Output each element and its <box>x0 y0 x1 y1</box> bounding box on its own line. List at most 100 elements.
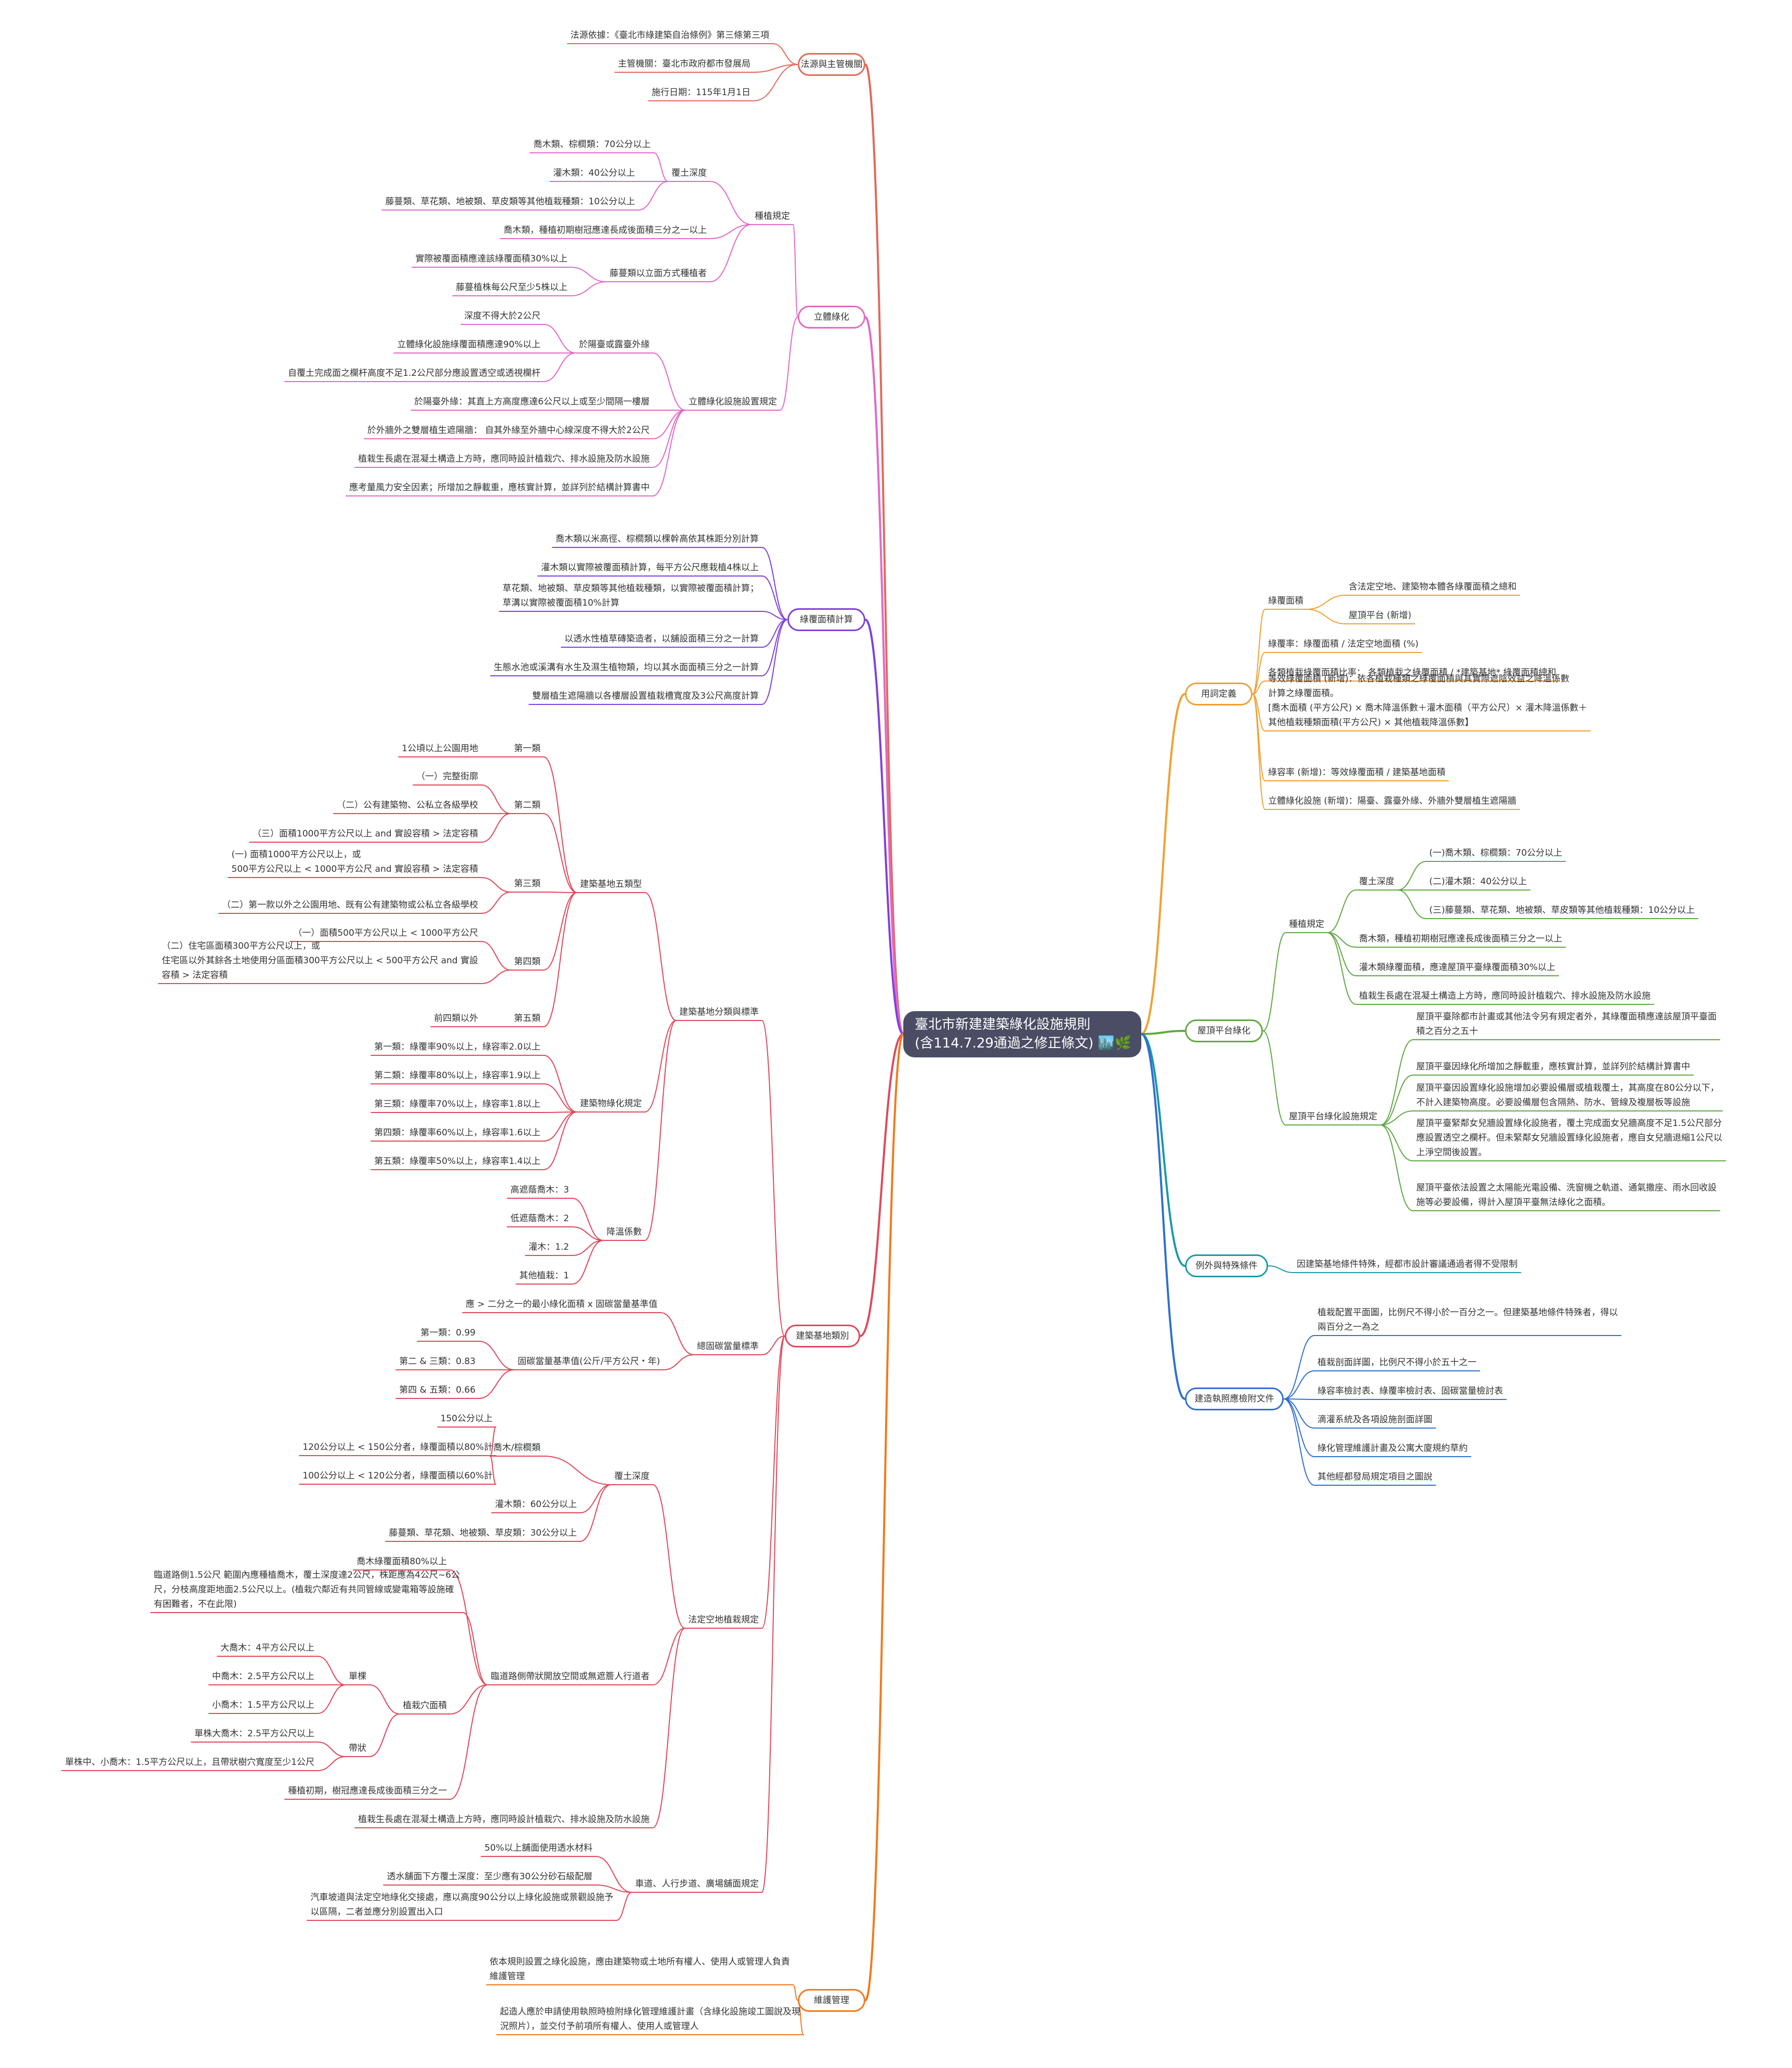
node-b4c1a[interactable]: 喬木/棕櫚類 <box>493 1443 541 1453</box>
node-b4d3[interactable]: 汽車坡道與法定空地綠化交接處，應以高度90公分以上綠化設施或景觀設施予 以區隔，… <box>310 1892 613 1917</box>
node-t5a[interactable]: 前四類以外 <box>434 1013 478 1024</box>
node-b1c[interactable]: 施行日期：115年1月1日 <box>651 87 750 98</box>
node-b3f[interactable]: 雙層植生遮陽牆以各樓層設置植栽槽寬度及3公尺高度計算 <box>532 691 759 701</box>
node-f[interactable]: 建造執照應檢附文件 <box>1185 1388 1284 1410</box>
node-s5[interactable]: 藤蔓類、草花類、地被類、草皮類：30公分以上 <box>389 1528 577 1538</box>
node-cb2[interactable]: 第二 & 三類：0.83 <box>399 1356 476 1367</box>
node-b4[interactable]: 建築基地類別 <box>785 1325 860 1347</box>
node-b3b[interactable]: 灌木類以實際被覆面積計算，每平方公尺應栽植4株以上 <box>541 562 759 573</box>
node-f4[interactable]: 滴灌系統及各項設施剖面詳圖 <box>1317 1415 1432 1425</box>
node-r3a3[interactable]: 小喬木：1.5平方公尺以上 <box>212 1700 314 1710</box>
root-node[interactable]: 臺北市新建建築綠化設施規則 (含114.7.29通過之修正條文) 🏙️🌿 <box>903 1011 1141 1057</box>
node-r3b[interactable]: 帶狀 <box>349 1743 366 1753</box>
node-b4a1[interactable]: 建築基地五類型 <box>580 879 642 889</box>
node-s2[interactable]: 120公分以上 < 150公分者，綠覆面積以80%計 <box>302 1442 493 1452</box>
node-b2a1b[interactable]: 灌木類：40公分以上 <box>553 168 635 178</box>
node-t5[interactable]: 第五類 <box>514 1013 541 1024</box>
node-b5a[interactable]: 依本規則設置之綠化設施，應由建築物或土地所有權人、使用人或管理人負責 維護管理 <box>490 1957 790 1982</box>
node-p2a[interactable]: 屋頂平臺除都市計畫或其他法令另有規定者外，其綠覆面積應達該屋頂平臺面 積之百分之… <box>1416 1012 1717 1037</box>
node-b2b5[interactable]: 應考量風力安全因素；所增加之靜載重，應核實計算，並詳列於結構計算書中 <box>349 482 650 493</box>
node-b1[interactable]: 法源與主管機關 <box>798 53 865 76</box>
node-p1c[interactable]: 灌木類綠覆面積，應達屋頂平臺綠覆面積30%以上 <box>1359 962 1556 973</box>
node-s1[interactable]: 150公分以上 <box>440 1413 493 1424</box>
node-t2b[interactable]: （二）公有建築物、公私立各級學校 <box>337 800 478 810</box>
node-f2[interactable]: 植栽剖面詳圖，比例尺不得小於五十之一 <box>1317 1357 1477 1368</box>
node-b2a2[interactable]: 喬木類，種植初期樹冠應達長成後面積三分之一以上 <box>504 225 707 235</box>
node-b2a1c[interactable]: 藤蔓類、草花類、地被類、草皮類等其他植栽種類：10公分以上 <box>385 197 635 207</box>
node-f6[interactable]: 其他經都發局規定項目之圖說 <box>1317 1472 1432 1482</box>
node-b2a3[interactable]: 藤蔓類以立面方式種植者 <box>610 268 707 279</box>
node-b4c3[interactable]: 植栽生長處在混凝土構造上方時，應同時設計植栽穴、排水設施及防水設施 <box>358 1814 650 1825</box>
node-p1d[interactable]: 植栽生長處在混凝土構造上方時，應同時設計植栽穴、排水設施及防水設施 <box>1359 991 1651 1001</box>
node-b2b1[interactable]: 於陽臺或露臺外緣 <box>579 339 650 350</box>
node-s3[interactable]: 100公分以上 < 120公分者，綠覆面積以60%計 <box>302 1471 493 1481</box>
node-p1a2[interactable]: (二)灌木類：40公分以上 <box>1429 876 1527 887</box>
node-r3b1[interactable]: 單株大喬木：2.5平方公尺以上 <box>194 1729 314 1739</box>
node-p1a3[interactable]: (三)藤蔓類、草花類、地被類、草皮類等其他植栽種類：10公分以上 <box>1429 905 1695 915</box>
node-p1[interactable]: 種植規定 <box>1289 919 1324 930</box>
node-s4[interactable]: 灌木類：60公分以上 <box>495 1499 577 1510</box>
node-r3b2[interactable]: 單株中、小喬木：1.5平方公尺以上，且帶狀樹穴寬度至少1公尺 <box>65 1757 314 1768</box>
node-d3[interactable]: 各類植栽綠覆面積比率： 各類植栽之綠覆面積 / *建築基地* 綠覆面積總和 <box>1268 667 1557 678</box>
node-b4c[interactable]: 法定空地植栽規定 <box>688 1615 759 1625</box>
node-b4d2[interactable]: 透水舖面下方覆土深度：至少應有30公分砂石級配層 <box>387 1871 592 1882</box>
node-b1a[interactable]: 法源依據：《臺北市綠建築自治條例》第三條第三項 <box>570 30 770 41</box>
node-d4[interactable]: 等效綠覆面積 (新增)：依各植栽種類之綠覆面積與其實際遮陰效益之降溫係數 計算之… <box>1268 674 1587 728</box>
node-b4d[interactable]: 車道、人行步道、廣場舖面規定 <box>635 1879 759 1889</box>
node-t2a[interactable]: （一）完整街廓 <box>416 771 478 782</box>
node-b4b[interactable]: 總固碳當量標準 <box>697 1341 759 1352</box>
node-cb1[interactable]: 第一類：0.99 <box>420 1328 476 1338</box>
node-b3e[interactable]: 生態水池或溪溝有水生及濕生植物類，均以其水面面積三分之一計算 <box>494 662 759 673</box>
node-t4b[interactable]: （二）住宅區面積300平方公尺以上，或 住宅區以外其餘各土地使用分區面積300平… <box>162 941 478 980</box>
node-e1[interactable]: 因建築基地條件特殊，經都市設計審議通過者得不受限制 <box>1297 1259 1518 1269</box>
node-t3b[interactable]: （二）第一款以外之公園用地、既有公有建築物或公私立各級學校 <box>222 900 478 910</box>
node-b2a1[interactable]: 覆土深度 <box>671 168 707 178</box>
node-b3c[interactable]: 草花類、地被類、草皮類等其他植栽種類，以實際被覆面積計算； 草溝以實際被覆面積1… <box>503 583 759 608</box>
node-f1[interactable]: 植栽配置平面圖，比例尺不得小於一百分之一。但建築基地條件特殊者，得以 兩百分之一… <box>1317 1307 1618 1332</box>
node-r3a[interactable]: 單棵 <box>349 1671 366 1682</box>
node-b4b2[interactable]: 固碳當量基準值(公斤/平方公尺・年) <box>518 1356 660 1367</box>
node-t2[interactable]: 第二類 <box>514 800 541 810</box>
node-b3d[interactable]: 以透水性植草磚築造者，以舖設面積三分之一計算 <box>564 634 759 644</box>
node-t3[interactable]: 第三類 <box>514 879 541 889</box>
node-r3[interactable]: 植栽穴面積 <box>403 1700 447 1711</box>
node-f5[interactable]: 綠化管理維護計畫及公寓大廈規約草約 <box>1317 1443 1468 1454</box>
node-g1[interactable]: 第一類：綠覆率90%以上，綠容率2.0以上 <box>374 1042 541 1052</box>
node-d1a[interactable]: 含法定空地、建築物本體各綠覆面積之總和 <box>1349 582 1517 592</box>
node-b5[interactable]: 維護管理 <box>798 1989 865 2012</box>
node-b4c1[interactable]: 覆土深度 <box>614 1471 650 1482</box>
node-k2[interactable]: 低遮蔭喬木：2 <box>510 1213 569 1224</box>
node-p1b[interactable]: 喬木類，種植初期樹冠應達長成後面積三分之一以上 <box>1359 934 1562 944</box>
node-p1a1[interactable]: (一)喬木類、棕櫚類：70公分以上 <box>1429 848 1562 858</box>
node-b4a3[interactable]: 降溫係數 <box>607 1227 642 1237</box>
node-k1[interactable]: 高遮蔭喬木：3 <box>510 1185 569 1195</box>
node-p2d[interactable]: 屋頂平臺緊鄰女兒牆設置綠化設施者，覆土完成面女兒牆高度不足1.5公尺部分 應設置… <box>1416 1118 1722 1158</box>
node-b2b1a[interactable]: 深度不得大於2公尺 <box>464 311 541 321</box>
node-f3[interactable]: 綠容率檢討表、綠覆率檢討表、固碳當量檢討表 <box>1317 1386 1503 1396</box>
node-g3[interactable]: 第三類：綠覆率70%以上，綠容率1.8以上 <box>374 1099 541 1109</box>
node-b4a[interactable]: 建築基地分類與標準 <box>679 1007 759 1017</box>
node-t1[interactable]: 第一類 <box>514 743 541 754</box>
node-b2[interactable]: 立體綠化 <box>798 306 865 329</box>
node-b4c2[interactable]: 臨道路側帶狀開放空間或無遮簷人行道者 <box>491 1671 650 1682</box>
node-b2b4[interactable]: 植栽生長處在混凝土構造上方時，應同時設計植栽穴、排水設施及防水設施 <box>358 454 650 464</box>
node-p2e[interactable]: 屋頂平臺依法設置之太陽能光電設備、洗窗機之軌道、通氣撒座、雨水回收設 施等必要設… <box>1416 1183 1717 1208</box>
node-t3a[interactable]: (一) 面積1000平方公尺以上，或 500平方公尺以上 < 1000平方公尺 … <box>231 849 478 874</box>
node-b2a1a[interactable]: 喬木類、棕櫚類：70公分以上 <box>533 139 651 150</box>
node-r2[interactable]: 臨道路側1.5公尺 範圍內應種植喬木，覆土深度達2公尺，株距應為4公尺~6公 尺… <box>153 1570 460 1609</box>
node-b2b1b[interactable]: 立體綠化設施綠覆面積應達90%以上 <box>397 339 541 350</box>
node-p2[interactable]: 屋頂平台綠化設施規定 <box>1289 1111 1377 1122</box>
node-b2a3a[interactable]: 實際被覆面積應達該綠覆面積30%以上 <box>415 254 568 264</box>
node-t4[interactable]: 第四類 <box>514 957 541 967</box>
node-k3[interactable]: 灌木：1.2 <box>528 1242 569 1252</box>
node-d1b[interactable]: 屋頂平台 (新增) <box>1349 610 1412 621</box>
node-b2a[interactable]: 種植規定 <box>755 211 790 221</box>
node-r3a1[interactable]: 大喬木：4平方公尺以上 <box>220 1643 314 1653</box>
node-b2b1c[interactable]: 自覆土完成面之欄杆高度不足1.2公尺部分應設置透空或透視欄杆 <box>287 368 541 378</box>
node-r4[interactable]: 種植初期，樹冠應達長成後面積三分之一 <box>288 1786 447 1796</box>
node-b2a3b[interactable]: 藤蔓植株每公尺至少5株以上 <box>456 282 568 293</box>
node-g5[interactable]: 第五類：綠覆率50%以上，綠容率1.4以上 <box>374 1156 541 1167</box>
node-b4d1[interactable]: 50%以上舖面使用透水材料 <box>484 1843 592 1853</box>
node-cb3[interactable]: 第四 & 五類：0.66 <box>399 1385 476 1395</box>
node-r3a2[interactable]: 中喬木：2.5平方公尺以上 <box>212 1671 314 1682</box>
